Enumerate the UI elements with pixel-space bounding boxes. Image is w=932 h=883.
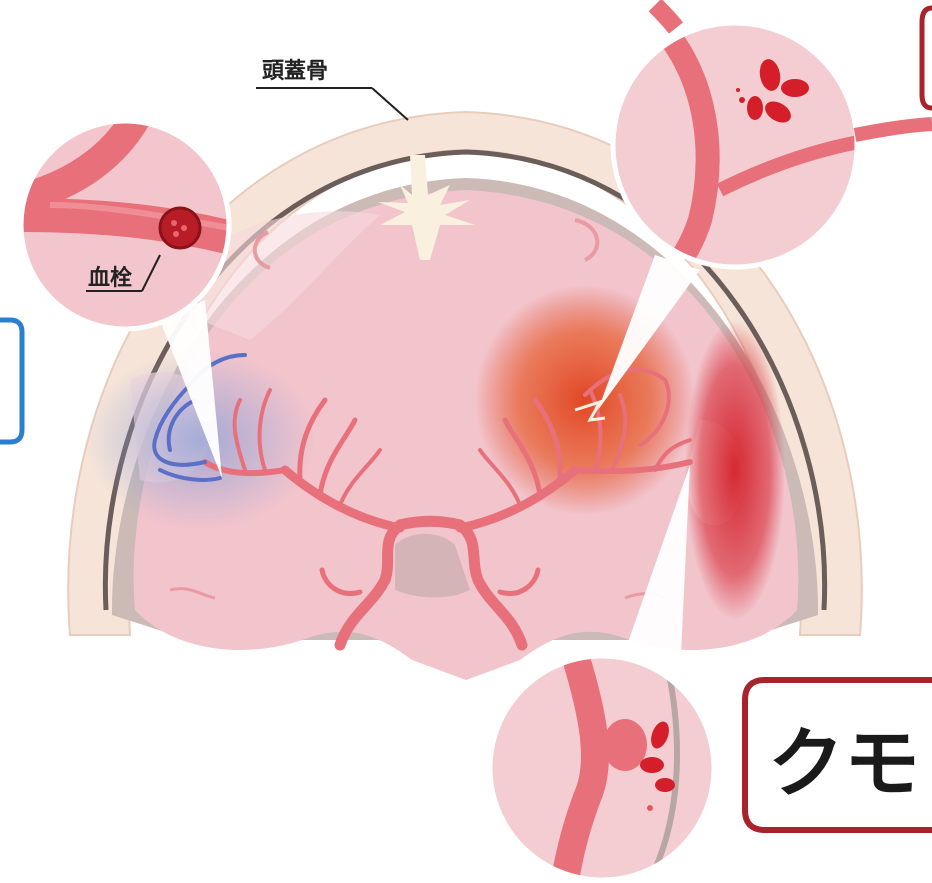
skull-label: 頭蓋骨 [262, 58, 328, 84]
subarachnoid-hemorrhage-area [685, 320, 785, 620]
subarachnoid-callout-text: クモ [768, 719, 920, 808]
callout-frame-blue [0, 320, 22, 442]
magnifier-subarachnoid-hemorrhage [488, 654, 716, 882]
skull-label-group: 頭蓋骨 [256, 58, 408, 120]
callout-frame-red-top [922, 8, 932, 108]
callout-subarachnoid: クモ [745, 680, 932, 830]
thrombus-label: 血栓 [88, 265, 132, 291]
clot-icon [160, 208, 200, 248]
magnifier-intracerebral-hemorrhage [610, 5, 932, 275]
